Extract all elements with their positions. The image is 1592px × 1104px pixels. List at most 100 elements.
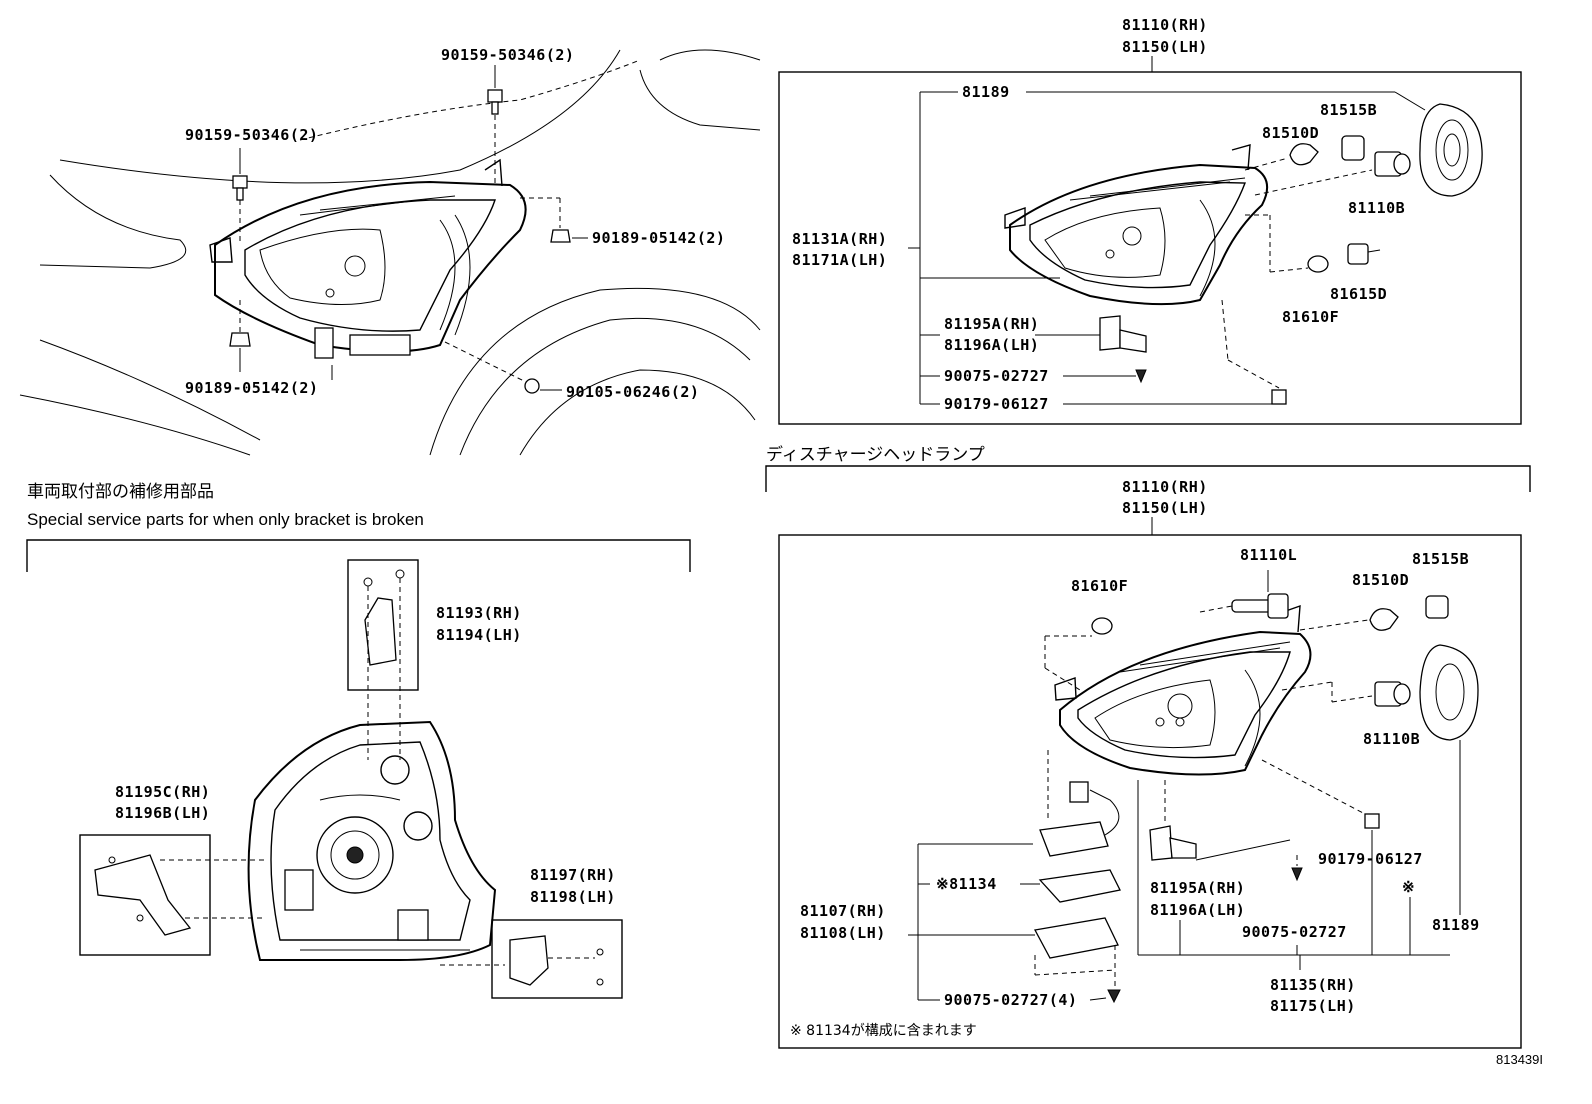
label-81135-rh: 81135(RH) xyxy=(1270,976,1356,994)
label-81196a-lh: 81196A(LH) xyxy=(944,336,1039,354)
body-dashed-line xyxy=(299,59,641,141)
socket-cover-discharge-icon xyxy=(1419,644,1479,915)
special-title-en: Special service parts for when only brac… xyxy=(27,510,424,529)
box-81193 xyxy=(347,559,419,691)
label-81175-lh: 81175(LH) xyxy=(1270,997,1356,1015)
bulb-81615d-icon xyxy=(1347,243,1381,265)
bumper-line xyxy=(39,174,187,269)
special-title-jp: 車両取付部の補修用部品 xyxy=(27,482,214,502)
nut-90179-icon xyxy=(1221,299,1287,405)
wheel-arch-inner xyxy=(459,317,751,456)
bulb-81110b-icon xyxy=(1254,151,1411,196)
label-81194-lh: 81194(LH) xyxy=(436,626,522,644)
label-81515b: 81515B xyxy=(1320,101,1377,119)
label-81193-rh: 81193(RH) xyxy=(436,604,522,622)
bulb-81610f-discharge-icon xyxy=(1044,617,1113,691)
label-81515b: 81515B xyxy=(1412,550,1469,568)
label-81195c-rh: 81195C(RH) xyxy=(115,783,210,801)
bulb-81110b-discharge-icon xyxy=(1281,681,1411,707)
bracket-81193-icon xyxy=(363,569,405,760)
socket-cover-icon xyxy=(1419,103,1483,197)
discharge-assembly-box xyxy=(778,534,1522,1049)
label-81196b-lh: 81196B(LH) xyxy=(115,804,210,822)
label-90075-4: 90075-02727(4) xyxy=(944,991,1077,1009)
headlamp-discharge xyxy=(1054,604,1312,776)
label-81189: 81189 xyxy=(1432,916,1480,934)
hood-line xyxy=(659,49,761,61)
diagram-code: 813439I xyxy=(1496,1052,1543,1067)
label-90075: 90075-02727 xyxy=(1242,923,1347,941)
wheel-arch-outer xyxy=(429,287,761,456)
label-mark: ※ xyxy=(1402,878,1415,896)
bracket-81197-icon xyxy=(440,935,604,986)
label-81615d: 81615D xyxy=(1330,285,1387,303)
label-clip-bottom: 90189-05142(2) xyxy=(185,379,318,397)
body-curve-line xyxy=(59,49,621,184)
footnote: ※ 81134が構成に含まれます xyxy=(790,1023,977,1039)
label-81195a-rh: 81195A(RH) xyxy=(1150,879,1245,897)
fastener-bolt-top-icon xyxy=(487,65,503,185)
label-81610f: 81610F xyxy=(1282,308,1339,326)
nut-90179-discharge-icon xyxy=(1261,759,1380,829)
label-81197-rh: 81197(RH) xyxy=(530,866,616,884)
ballast-81134-icon xyxy=(1034,750,1121,990)
label-clip-right: 90189-05142(2) xyxy=(592,229,725,247)
label-81108-lh: 81108(LH) xyxy=(800,924,886,942)
screw-90075-4-icon xyxy=(1107,989,1121,1004)
label-81134: ※81134 xyxy=(936,875,997,893)
special-service-parts-view: 車両取付部の補修用部品 Special service parts for wh… xyxy=(26,482,691,999)
label-81610f: 81610F xyxy=(1071,577,1128,595)
bulb-socket-81515b-icon xyxy=(1341,135,1365,161)
box-81195c xyxy=(79,834,211,956)
discharge-assembly-rh: 81110(RH) xyxy=(1122,478,1208,496)
clip-bottom-icon xyxy=(229,300,251,372)
discharge-bracket-line xyxy=(765,465,1531,492)
lower-bumper-line-2 xyxy=(19,394,251,456)
label-bolt-top: 90159-50346(2) xyxy=(441,46,574,64)
label-81131a-rh: 81131A(RH) xyxy=(792,230,887,248)
bulb-socket-81515b-discharge-icon xyxy=(1425,595,1449,619)
assembly-rh-label: 81110(RH) xyxy=(1122,16,1208,34)
label-81110l: 81110L xyxy=(1240,546,1297,564)
label-90179: 90179-06127 xyxy=(1318,850,1423,868)
label-81510d: 81510D xyxy=(1352,571,1409,589)
label-81198-lh: 81198(LH) xyxy=(530,888,616,906)
screw-90075-icon xyxy=(1135,369,1147,384)
bulb-81510d-discharge-icon xyxy=(1299,608,1399,631)
label-90075: 90075-02727 xyxy=(944,367,1049,385)
hid-bulb-81110l-icon xyxy=(1199,570,1289,619)
label-screw-bottom: 90105-06246(2) xyxy=(566,383,699,401)
label-81171a-lh: 81171A(LH) xyxy=(792,251,887,269)
label-81510d: 81510D xyxy=(1262,124,1319,142)
vehicle-mounting-view: 90159-50346(2) 90159-50346(2) 90189-0514… xyxy=(19,46,761,456)
headlamp-halogen xyxy=(1004,144,1269,306)
bracket-81195a-icon xyxy=(1099,315,1147,353)
screw-bottom-icon xyxy=(444,341,562,394)
headlamp-top-left xyxy=(209,158,527,359)
bulb-81510d-icon xyxy=(1244,143,1319,171)
special-bracket-line xyxy=(26,539,691,572)
lower-bumper-line xyxy=(39,339,261,441)
label-81107-rh: 81107(RH) xyxy=(800,902,886,920)
label-90179: 90179-06127 xyxy=(944,395,1049,413)
fastener-bolt-left-icon xyxy=(232,148,248,245)
assembly-lh-label: 81150(LH) xyxy=(1122,38,1208,56)
label-81110b: 81110B xyxy=(1348,199,1405,217)
screw-90075-discharge-icon xyxy=(1291,855,1303,882)
discharge-title-jp: ディスチャージヘッドランプ xyxy=(766,444,985,465)
label-81189: 81189 xyxy=(962,83,1010,101)
halogen-assembly-view: 81110(RH) 81150(LH) xyxy=(778,16,1522,425)
box-81197 xyxy=(491,919,623,999)
discharge-assembly-lh: 81150(LH) xyxy=(1122,499,1208,517)
label-bolt-left: 90159-50346(2) xyxy=(185,126,318,144)
bracket-81195c-icon xyxy=(94,854,265,936)
clip-right-icon xyxy=(520,197,588,243)
halogen-assembly-box xyxy=(778,71,1522,425)
label-81195a-rh: 81195A(RH) xyxy=(944,315,1039,333)
fender-line xyxy=(639,69,761,131)
discharge-headlamp-view: ディスチャージヘッドランプ 81110(RH) 81150(LH) xyxy=(765,444,1531,1049)
bulb-81610f-icon xyxy=(1245,214,1329,273)
wheel-arch-innermost xyxy=(519,369,756,456)
